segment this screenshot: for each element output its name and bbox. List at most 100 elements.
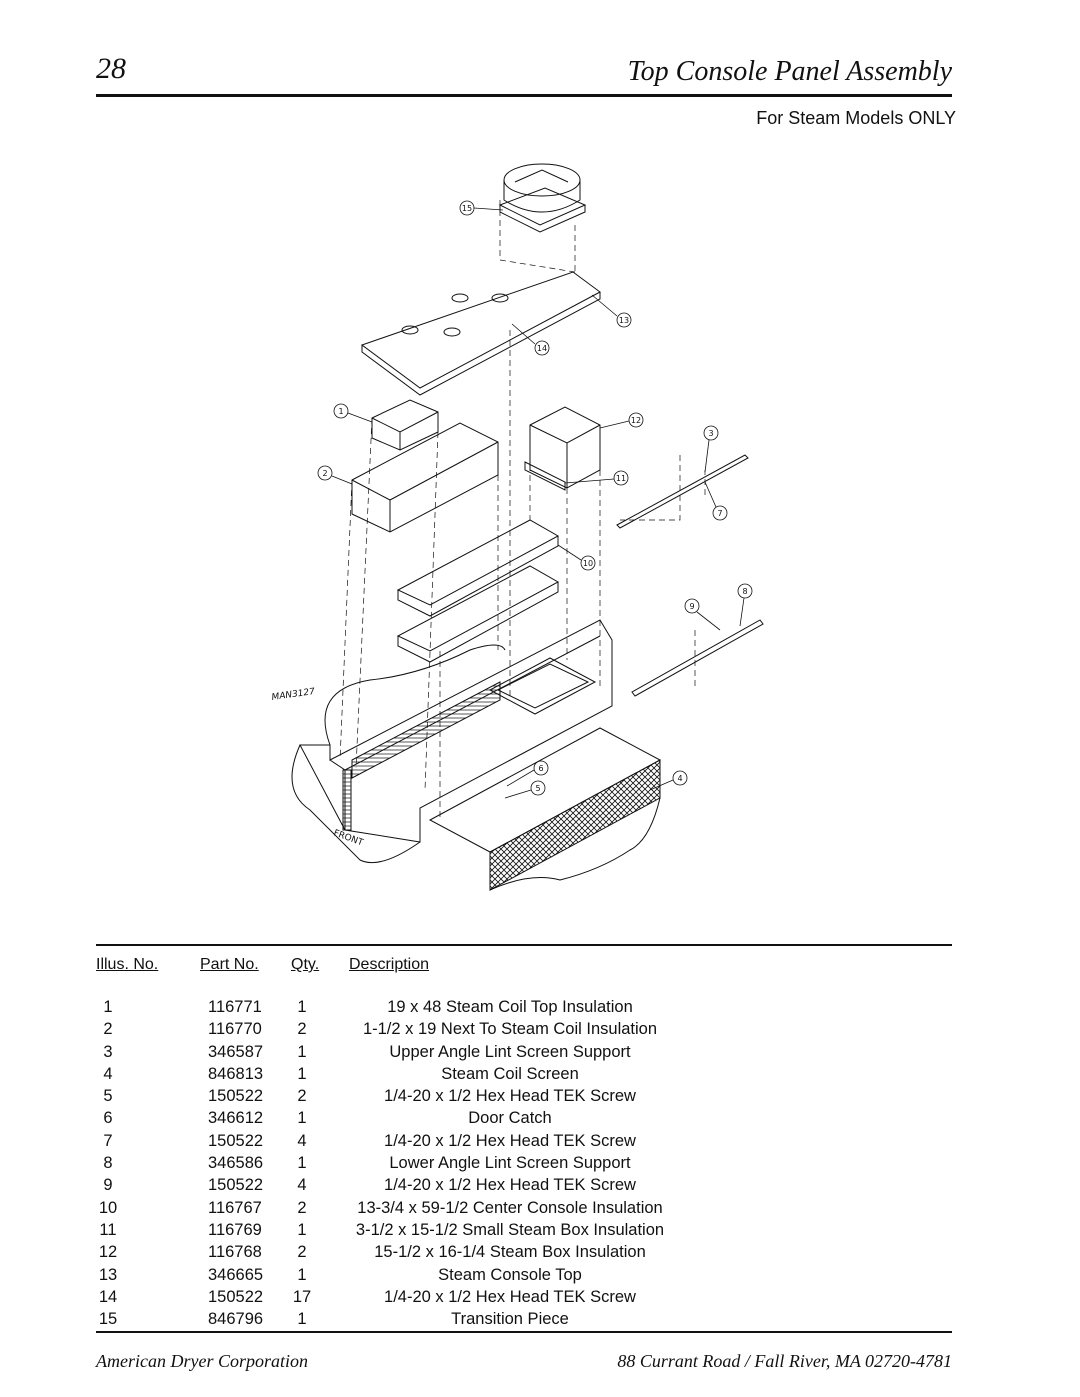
steam-box [524,406,601,491]
cell-part-number: 846813 [208,1064,264,1083]
page-number: 28 [96,52,126,85]
cell-illus: 8 [103,1154,113,1173]
svg-text:11: 11 [616,474,626,483]
cell-part-number: 116771 [208,998,262,1016]
cell-description: 1-1/2 x 19 Next To Steam Coil Insulation [362,1020,658,1039]
base-frame [291,619,613,864]
table-row: 3 346587 1 Upper Angle Lint Screen Support [0,1043,1080,1065]
callout-7: 7 [704,481,728,521]
svg-text:13: 13 [619,316,629,325]
callout-13: 13 [591,294,632,328]
cell-description: Lower Angle Lint Screen Support [389,1154,631,1173]
cell-qty: 2 [297,1087,307,1106]
svg-text:15: 15 [462,204,472,213]
cell-description: 3-1/2 x 15-1/2 Small Steam Box Insulatio… [355,1220,665,1239]
svg-text:3: 3 [708,429,713,438]
cell-qty: 4 [297,1176,307,1195]
cell-part-number: 116768 [208,1243,262,1262]
cell-qty: 4 [297,1131,307,1150]
cell-description: 13-3/4 x 59-1/2 Center Console Insulatio… [357,1198,663,1217]
callout-11: 11 [564,470,629,486]
cell-illus: 3 [103,1042,113,1061]
cell-part-number: 116770 [208,1020,262,1039]
cell-part-number: 150522 [208,1131,264,1150]
callout-15: 15 [459,200,504,216]
callout-4: 4 [649,770,688,791]
cell-qty: 2 [297,1198,307,1217]
callout-5: 5 [504,780,546,799]
cell-description: Steam Console Top [438,1265,582,1284]
cell-qty: 2 [297,1020,307,1039]
table-row: 4 846813 1 Steam Coil Screen [0,1065,1080,1087]
col-header-qty: Qty. [291,956,320,973]
parts-table-header: Illus. No. Part No. Qty. Description [0,956,1080,978]
cell-illus: 6 [103,1109,113,1128]
svg-text:7: 7 [717,509,722,518]
page-title: Top Console Panel Assembly [627,56,952,87]
svg-text:14: 14 [537,344,547,353]
cell-description: 1/4-20 x 1/2 Hex Head TEK Screw [384,1087,636,1106]
upper-angle-support [616,454,749,529]
cell-description: Upper Angle Lint Screen Support [389,1042,631,1061]
cell-part-number: 150522 [208,1176,264,1195]
cell-illus: 14 [98,1287,118,1306]
svg-text:8: 8 [742,587,747,596]
cell-part-number: 846796 [208,1310,264,1329]
callout-2: 2 [317,465,353,485]
callout-6: 6 [506,760,549,787]
center-insulation [396,519,560,663]
cell-qty: 17 [292,1287,312,1306]
col-header-description: Description [349,956,430,973]
cell-part-number: 346612 [208,1109,264,1128]
cell-illus: 13 [98,1265,118,1284]
callout-3: 3 [703,425,719,473]
cell-part-number: 346587 [208,1042,264,1061]
cell-illus: 1 [103,998,113,1016]
cell-qty: 1 [297,1220,307,1239]
cell-description: 19 x 48 Steam Coil Top Insulation [387,998,633,1016]
footer-rule [96,1331,952,1333]
cell-description: Door Catch [468,1109,552,1128]
cell-illus: 2 [103,1020,113,1039]
callout-12: 12 [599,412,644,429]
cell-illus: 7 [103,1131,113,1150]
cell-part-number: 346586 [208,1154,264,1173]
steam-coil-screen [428,727,662,891]
parts-table-body: 1 116771 1 19 x 48 Steam Coil Top Insulatio… [0,998,1080,1332]
page-subtitle: For Steam Models ONLY [756,108,956,128]
table-row: 5 150522 2 1/4-20 x 1/2 Hex Head TEK Screw [0,1087,1080,1109]
cell-qty: 1 [297,1064,307,1083]
cell-description: Steam Coil Screen [441,1064,579,1083]
cell-part-number: 346665 [208,1265,264,1284]
cell-part-number: 150522 [208,1087,264,1106]
svg-text:12: 12 [631,416,641,425]
transition-piece [498,163,587,233]
svg-text:5: 5 [535,784,540,793]
cell-qty: 2 [297,1243,307,1262]
cell-illus: 4 [103,1064,113,1083]
console-top [360,271,601,396]
cell-illus: 5 [103,1087,113,1106]
col-header-part: Part No. [200,956,259,973]
table-row: 11 116769 1 3-1/2 x 15-1/2 Small Steam Box … [0,1221,1080,1243]
svg-text:6: 6 [538,764,543,773]
cell-illus: 11 [99,1220,117,1239]
cell-qty: 1 [297,1042,307,1061]
cell-qty: 1 [297,1265,307,1284]
cell-part-number: 150522 [208,1287,264,1306]
cell-illus: 9 [103,1176,113,1195]
svg-text:10: 10 [583,559,593,568]
cell-qty: 1 [297,1310,307,1329]
cell-illus: 12 [98,1243,118,1262]
drawing-code: MAN3127 [271,687,316,703]
callout-1: 1 [333,403,373,423]
cell-part-number: 116769 [208,1220,262,1239]
callout-9: 9 [684,598,721,631]
table-row: 13 346665 1 Steam Console Top [0,1266,1080,1288]
